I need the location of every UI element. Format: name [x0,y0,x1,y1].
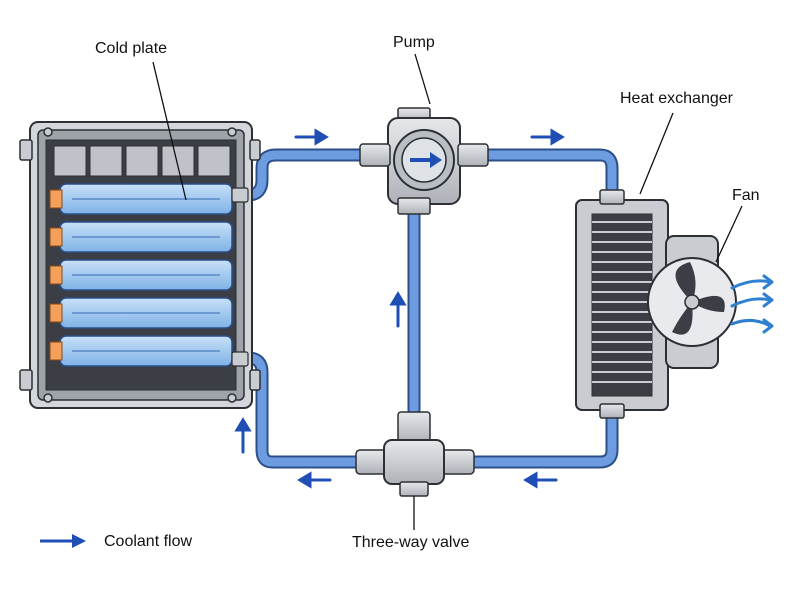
heat-exchanger [575,189,669,419]
three-way-valve-label: Three-way valve [352,534,470,551]
legend-label: Coolant flow [104,533,193,550]
three-way-valve-icon [355,411,475,497]
legend-flow-arrow-icon [40,534,86,548]
airflow-arrows [730,274,774,334]
fan-label: Fan [732,187,760,204]
pump-label: Pump [393,34,435,51]
cold-plate-label: Cold plate [95,40,168,57]
heat-exchanger-label: Heat exchanger [620,90,733,107]
cold-plate [49,183,249,367]
flow-arrow-icon [234,128,565,489]
coolant-pipes [241,148,619,469]
pump-icon [359,107,489,215]
leader-lines [152,53,743,530]
fan-icon [647,235,737,369]
connectors [49,189,63,361]
